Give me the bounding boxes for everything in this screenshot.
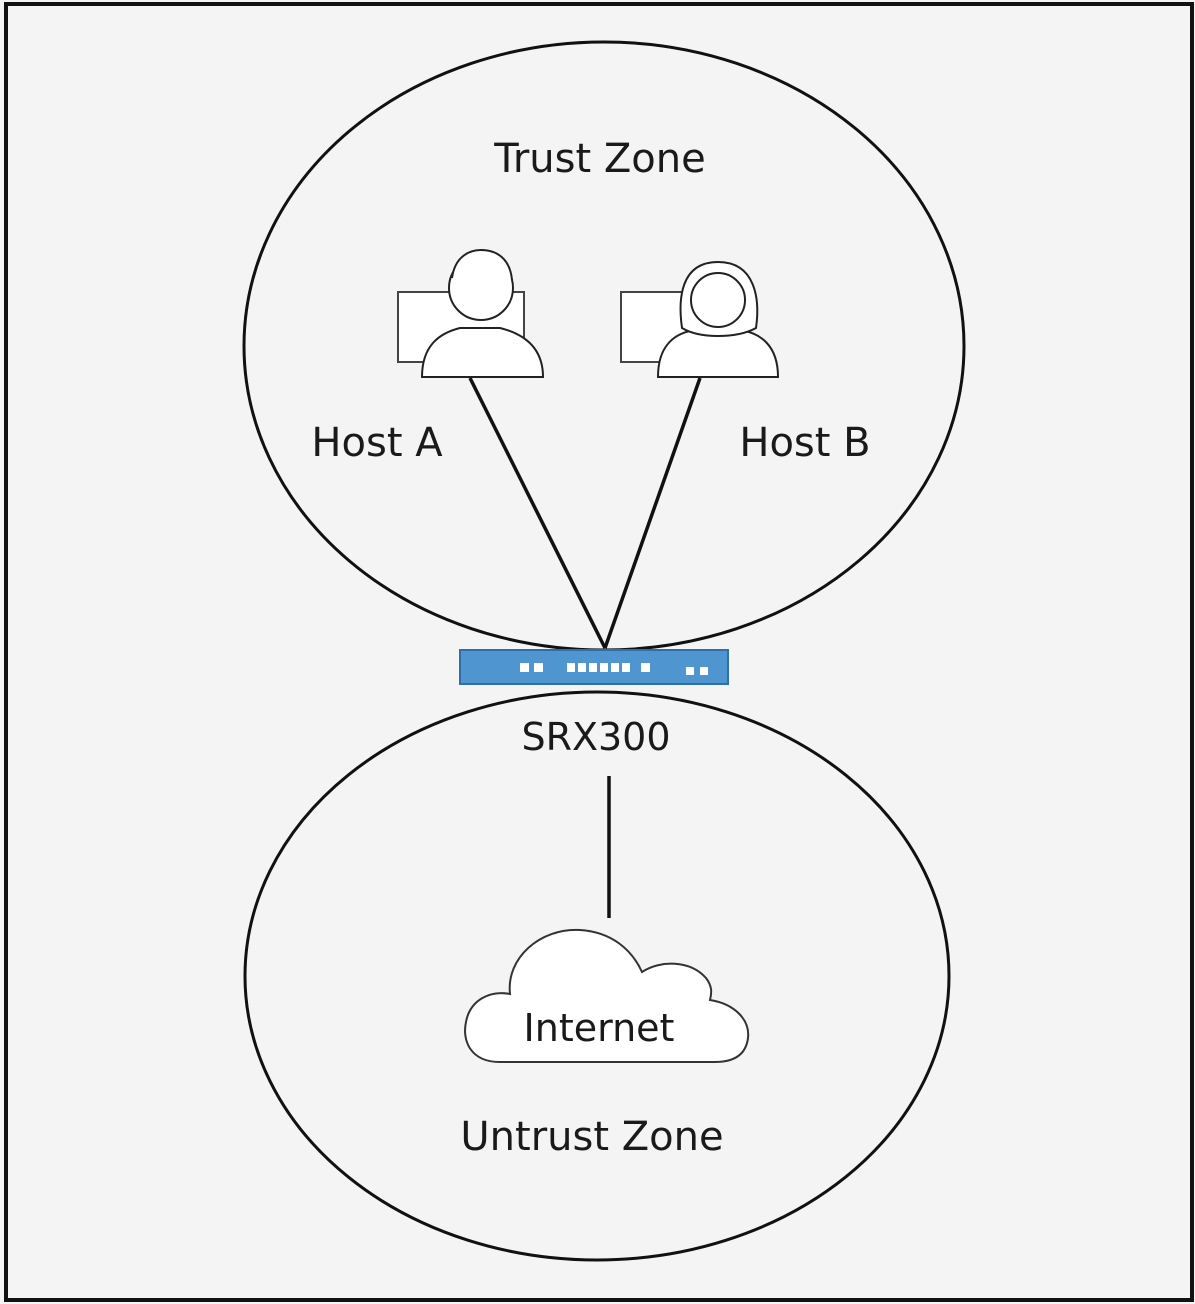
host-a-label: Host A	[311, 420, 443, 466]
link-host-b-to-srx	[603, 377, 702, 649]
host-b-icon	[620, 260, 780, 378]
untrust-zone-label: Untrust Zone	[460, 1114, 723, 1160]
srx300-label: SRX300	[521, 715, 670, 759]
srx300-device-icon	[459, 649, 729, 685]
diagram-frame	[4, 2, 1194, 1302]
internet-label: Internet	[524, 1006, 675, 1050]
trust-zone-label: Trust Zone	[493, 136, 705, 182]
link-host-a-to-srx	[468, 377, 607, 649]
internet-cloud-icon	[464, 928, 750, 1063]
host-b-label: Host B	[739, 420, 870, 466]
untrust-zone-circle	[243, 690, 951, 1262]
host-a-icon	[397, 248, 545, 378]
